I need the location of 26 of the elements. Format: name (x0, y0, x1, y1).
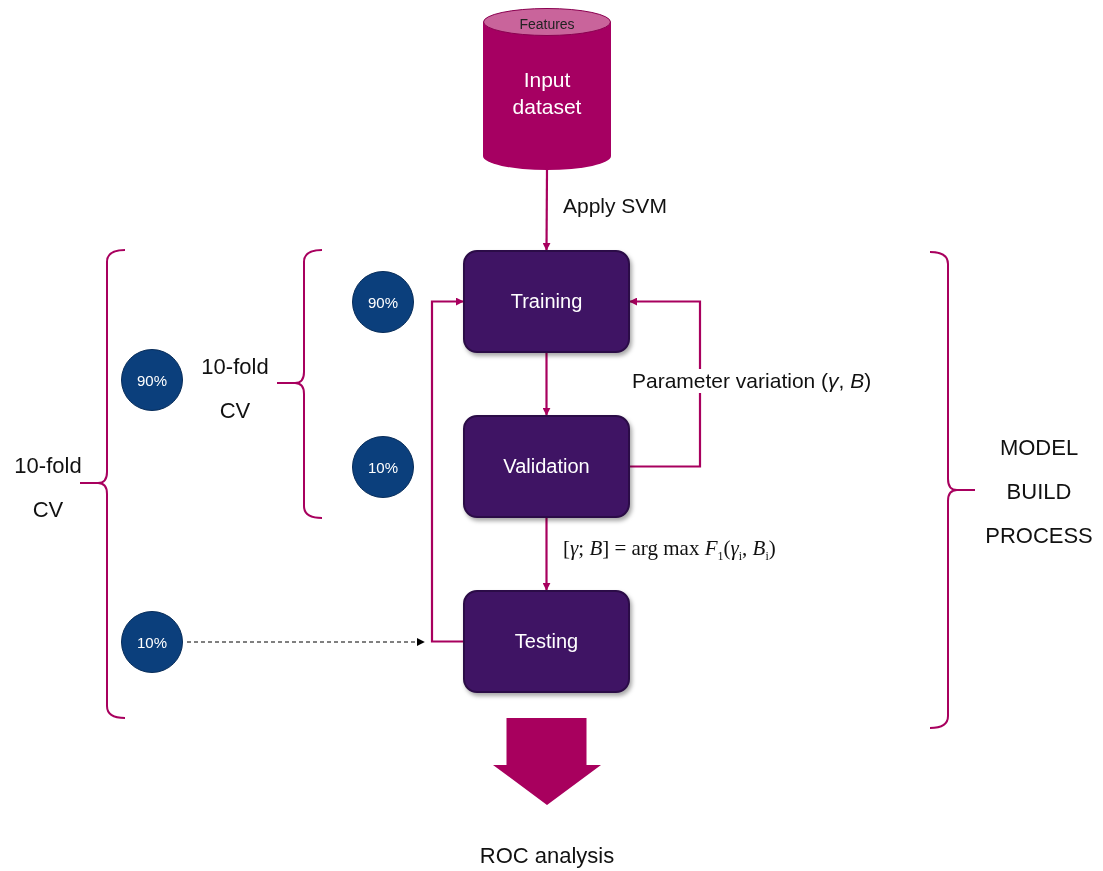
database-cylinder (483, 8, 611, 170)
bracket-label: 10-fold CV (13, 452, 83, 524)
percentage-label: 90% (368, 293, 398, 311)
bracket-label: 10-fold CV (200, 353, 270, 425)
percentage-label: 90% (137, 371, 167, 389)
edge-label: Apply SVM (562, 194, 668, 218)
node-label: Testing (514, 630, 579, 653)
result-text: ROC analysis (479, 843, 615, 869)
arrow (629, 297, 702, 468)
dashed-arrow (186, 638, 425, 646)
arrow (542, 170, 551, 251)
formula-label: [γ; B] = arg max F$_{1}$(γ$_{i}$, B$_{i}$) (562, 536, 777, 565)
node-label: Training (510, 290, 583, 313)
percentage-label: 10% (368, 458, 398, 476)
bracket-label: MODEL BUILD PROCESS (984, 434, 1094, 550)
arrow (542, 518, 551, 591)
process-box (463, 415, 630, 518)
block-arrow (493, 718, 601, 805)
process-box (463, 590, 630, 693)
arrow (430, 297, 464, 643)
cylinder-top-label: Features (519, 16, 575, 32)
process-box (463, 250, 630, 353)
node-label: Validation (503, 455, 590, 478)
node-label: Input dataset (511, 67, 583, 120)
arrow (542, 353, 551, 416)
percentage-label: 10% (137, 633, 167, 651)
